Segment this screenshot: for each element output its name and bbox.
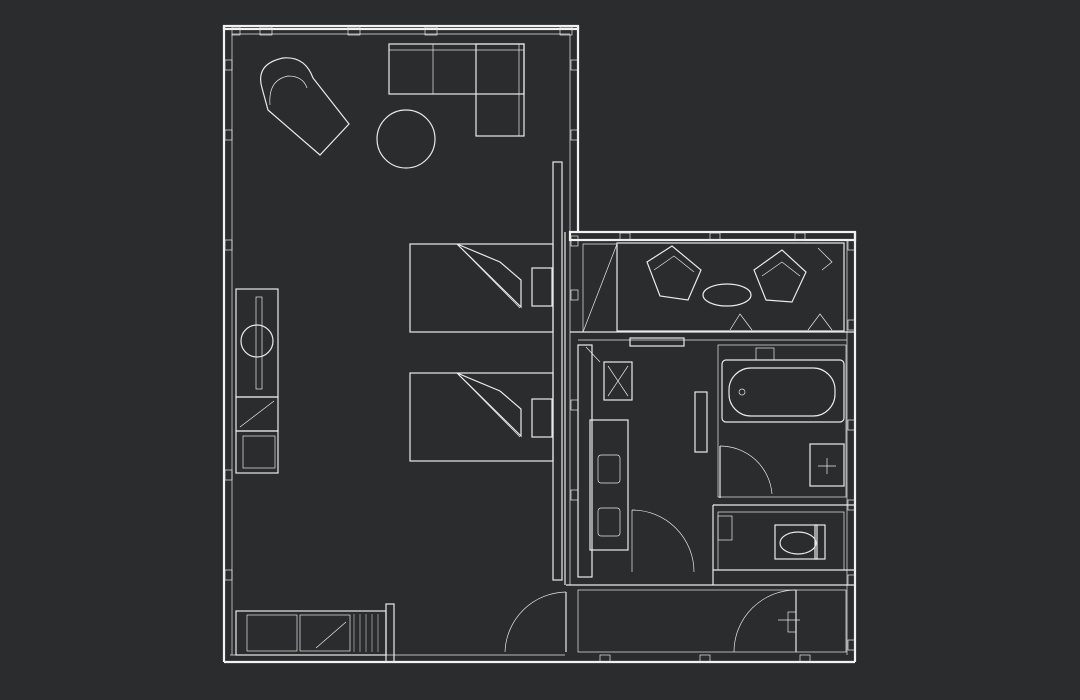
entry [504,509,855,653]
bath [570,331,855,498]
sectional-sofa [388,43,525,137]
bed-2 [409,372,554,462]
cabinet-2 [235,430,279,474]
round-stool [240,324,274,358]
basin [809,443,845,487]
console-desk [235,288,279,398]
oval-table [702,283,752,307]
bed-1 [409,243,554,333]
toilet [774,524,826,560]
armchair-1 [646,245,702,301]
round-side-table [376,109,436,169]
entry-door [504,591,567,653]
storage-unit [235,603,395,663]
cabinet-1 [235,396,279,432]
decking [577,589,847,653]
armchair-2 [753,249,807,303]
window-mullions [570,232,856,663]
bathtub [721,347,845,423]
toilet-room [712,504,855,585]
main-room-walls [222,24,855,664]
twin-vanity [577,337,685,578]
nightstand-2 [531,398,553,438]
nightstand-1 [531,267,553,307]
decking [616,242,845,332]
bed-partition-wall [552,161,571,585]
balcony [568,230,857,662]
lounge-chair [260,57,350,156]
